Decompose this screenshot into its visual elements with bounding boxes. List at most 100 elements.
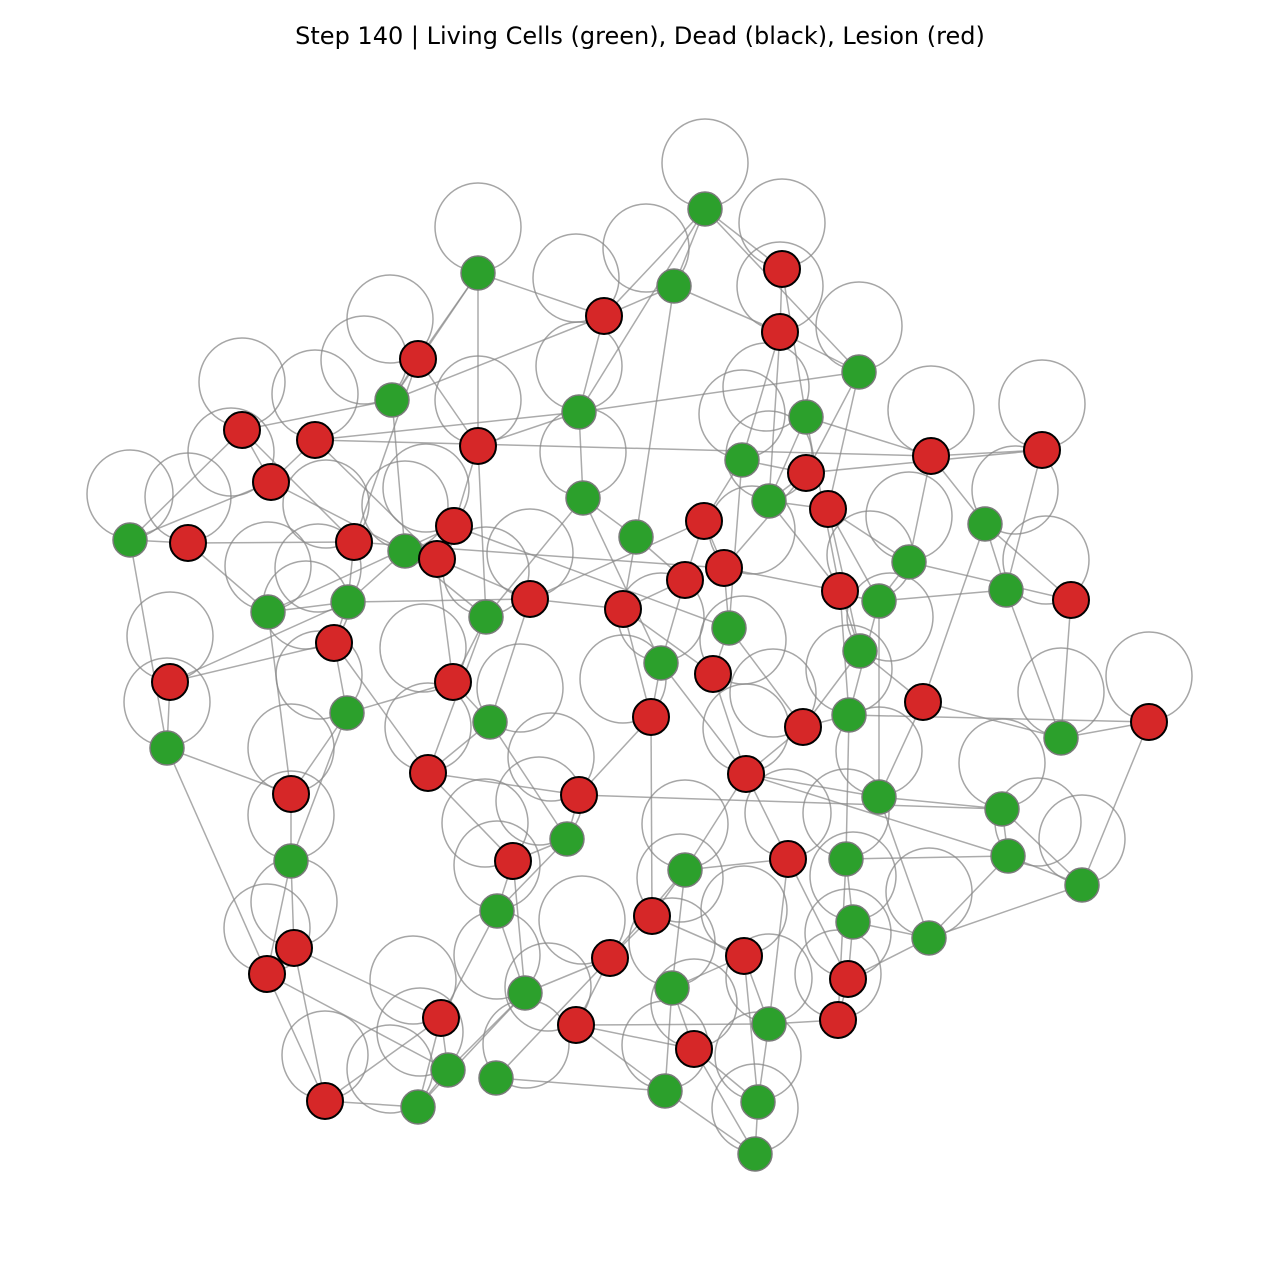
node-living-n41	[250, 594, 286, 630]
node-lesion-n54	[632, 698, 670, 736]
node-lesion-n4	[763, 250, 801, 288]
edge-n8-n22	[827, 371, 860, 510]
node-living-n92	[647, 1073, 683, 1109]
node-living-n69	[828, 841, 864, 877]
node-lesion-n63	[560, 776, 598, 814]
node-lesion-n57	[1130, 703, 1168, 741]
edge-n9-n12	[241, 399, 393, 431]
node-living-n21	[751, 483, 787, 519]
edge-n37-n55	[489, 598, 531, 723]
node-living-n77	[911, 920, 947, 956]
edge-n9-n30	[391, 399, 406, 552]
edge-n81-n93	[266, 973, 326, 1102]
node-living-n67	[990, 838, 1026, 874]
edge-n13-n15	[314, 439, 932, 457]
node-living-n29	[618, 519, 654, 555]
edge-n10-n13	[314, 411, 580, 441]
edge-n25-n38	[984, 523, 1072, 601]
node-living-n11	[788, 399, 824, 435]
edge-n33-n36	[723, 567, 841, 592]
edge-n71-n84	[512, 860, 526, 994]
node-living-n30	[387, 533, 423, 569]
edge-n70-n81	[266, 860, 292, 975]
node-lesion-n85	[422, 999, 460, 1037]
node-living-n65	[984, 791, 1020, 827]
self-loop-n63	[507, 712, 595, 802]
edge-n1-n10	[578, 208, 706, 413]
node-lesion-n15	[912, 437, 950, 475]
node-living-n84	[507, 975, 543, 1011]
self-loop-n23	[382, 443, 470, 533]
edge-n49-n40	[169, 601, 349, 683]
node-lesion-n50	[434, 663, 472, 701]
self-loop-n46	[846, 572, 934, 662]
node-living-n59	[149, 730, 185, 766]
edge-n63-n65	[578, 794, 1003, 810]
node-living-n25	[967, 506, 1003, 542]
node-lesion-n13	[296, 421, 334, 459]
self-loop-n85	[369, 935, 457, 1025]
node-living-n10	[561, 394, 597, 430]
edge-n2-n5	[477, 272, 605, 317]
edge-n59-n81	[166, 747, 268, 975]
node-living-n8	[841, 354, 877, 390]
node-living-n58	[1043, 720, 1079, 756]
node-lesion-n37	[511, 580, 549, 618]
edge-n32-n38	[908, 561, 1072, 601]
edge-n19-n26	[129, 481, 272, 541]
edge-n26-n59	[129, 539, 168, 749]
node-living-n32	[891, 544, 927, 580]
edge-n27-n28	[187, 541, 355, 544]
node-lesion-n24	[685, 502, 723, 540]
edge-n23-n44	[453, 525, 730, 629]
edge-n6-n17	[741, 331, 781, 461]
node-living-n26	[112, 522, 148, 558]
node-living-n39	[861, 583, 897, 619]
node-living-n64	[861, 779, 897, 815]
node-lesion-n42	[604, 590, 642, 628]
edge-n25-n51	[922, 523, 986, 703]
self-loop-n35	[1002, 515, 1090, 605]
node-living-n2	[460, 255, 496, 291]
node-living-n70	[273, 843, 309, 879]
edge-n35-n58	[1005, 589, 1062, 739]
edge-n64-n77	[878, 796, 930, 939]
node-lesion-n61	[409, 754, 447, 792]
edge-n38-n58	[1060, 599, 1072, 739]
node-lesion-n93	[306, 1082, 344, 1120]
node-lesion-n23	[435, 507, 473, 545]
node-lesion-n18	[787, 454, 825, 492]
node-lesion-n68	[769, 840, 807, 878]
edge-n55-n66	[489, 721, 568, 840]
edge-n60-n64	[745, 773, 880, 798]
node-living-n90	[430, 1052, 466, 1088]
self-loop-n25	[971, 445, 1059, 535]
edge-n54-n75	[650, 716, 653, 917]
node-lesion-n78	[275, 929, 313, 967]
node-lesion-n79	[591, 939, 629, 977]
edge-n68-n82	[787, 858, 849, 980]
edge-n21-n36	[768, 500, 841, 592]
edge-n53-n69	[845, 714, 850, 860]
self-loop-n56	[729, 648, 817, 738]
node-lesion-n82	[829, 960, 867, 998]
node-living-n47	[643, 645, 679, 681]
edge-n81-n90	[266, 973, 449, 1071]
edge-n87-n89	[575, 1024, 695, 1050]
node-living-n40	[330, 584, 366, 620]
edge-n84-n95	[417, 992, 526, 1108]
edge-n3-n6	[673, 285, 781, 333]
edge-n74-n85	[440, 910, 498, 1019]
node-lesion-n6	[761, 313, 799, 351]
node-living-n94	[740, 1084, 776, 1120]
node-lesion-n36	[821, 572, 859, 610]
node-lesion-n34	[666, 561, 704, 599]
edge-n16-n35	[1005, 449, 1043, 591]
edge-n23-n41	[267, 525, 455, 613]
node-lesion-n14	[459, 427, 497, 465]
edge-n41-n62	[267, 611, 292, 795]
edge-n68-n88	[768, 858, 789, 1025]
edge-n12-n28	[241, 429, 355, 543]
edge-layer	[129, 208, 1150, 1155]
node-living-n95	[400, 1089, 436, 1125]
